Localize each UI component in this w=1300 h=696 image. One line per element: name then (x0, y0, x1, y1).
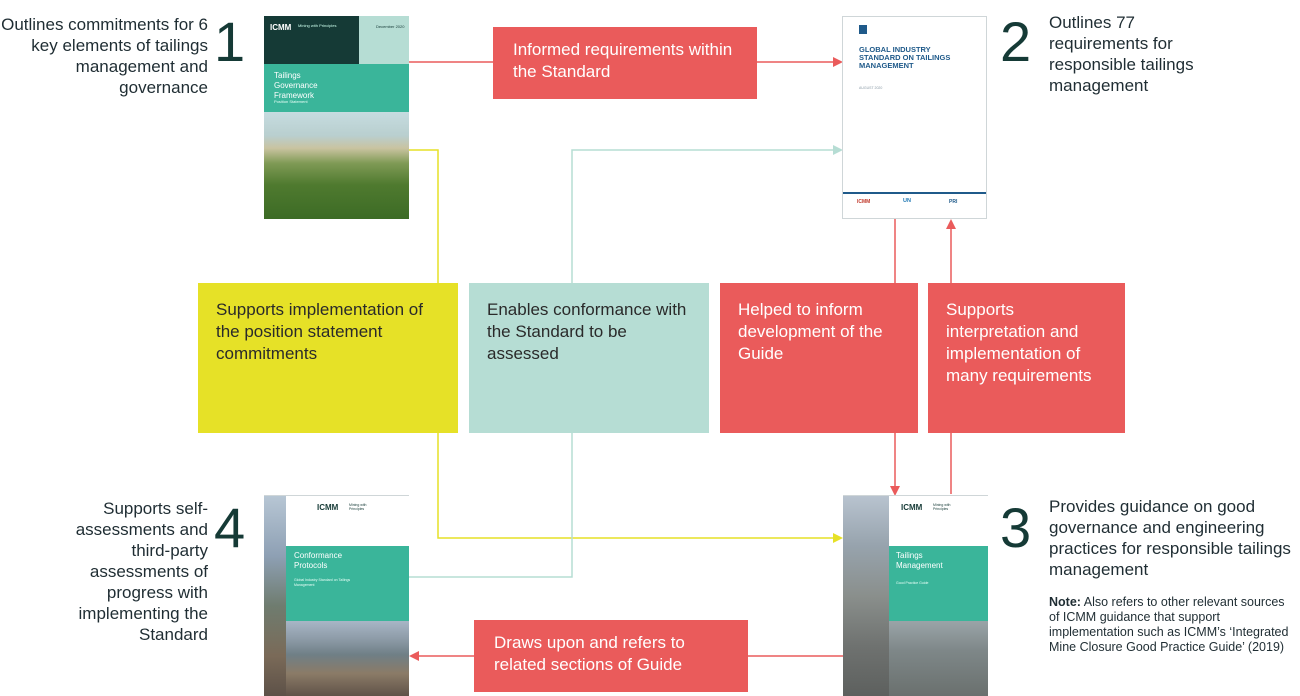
cover-logo-pri: PRI (949, 199, 958, 205)
cover-tagline: Mining with Principles (298, 23, 337, 28)
cover-emblem-icon (859, 25, 867, 34)
cover-logo: ICMM (270, 23, 292, 32)
cover-teal-panel (889, 546, 988, 621)
cover-tailings-governance-framework: ICMM Mining with Principles December 202… (264, 16, 409, 219)
box-supports-interpretation: Supports interpretation and implementati… (928, 283, 1125, 433)
item-4-number: 4 (214, 496, 246, 559)
item-2-description: Outlines 77 requirements for responsible… (1049, 13, 1194, 95)
cover-conformance-protocols: ICMM Mining with Principles Conformance … (264, 495, 409, 696)
cover-logo-icmm: ICMM (857, 199, 871, 205)
cover-logo-un: UN (903, 198, 911, 204)
cover-header-dark (264, 16, 359, 64)
cover-title: Conformance Protocols (294, 551, 343, 570)
cover-subtitle: Global Industry Standard on Tailings Man… (294, 578, 351, 587)
cover-photo-strip (843, 496, 889, 696)
box-supports-implementation: Supports implementation of the position … (198, 283, 458, 433)
cover-tagline: Mining with Principles (349, 503, 367, 511)
cover-global-industry-standard: GLOBAL INDUSTRY STANDARD ON TAILINGS MAN… (842, 16, 987, 219)
label-informed-requirements: Informed requirements within the Standar… (493, 27, 757, 99)
cover-dam-photo (286, 621, 409, 696)
item-3-description: Provides guidance on good governance and… (1049, 497, 1291, 579)
item-1-description: Outlines commitments for 6 key elements … (1, 15, 208, 97)
item-2-number: 2 (1000, 10, 1032, 73)
cover-divider (843, 192, 986, 194)
box-helped-inform-guide: Helped to inform development of the Guid… (720, 283, 918, 433)
label-draws-upon: Draws upon and refers to related section… (474, 620, 748, 692)
box-enables-conformance: Enables conformance with the Standard to… (469, 283, 709, 433)
item-4-description: Supports self-assessments and third-part… (75, 499, 208, 644)
item-3-note: Note: Also refers to other relevant sour… (1049, 595, 1297, 655)
cover-photo-strip (264, 496, 286, 696)
cover-title: GLOBAL INDUSTRY STANDARD ON TAILINGS MAN… (859, 45, 951, 70)
cover-date: AUGUST 2020 (859, 86, 883, 90)
item-3-number: 3 (1000, 496, 1032, 559)
cover-logo: ICMM (901, 503, 923, 512)
cover-landscape-photo (264, 112, 409, 219)
cover-tailings-photo (889, 621, 988, 696)
item-1-number: 1 (214, 10, 246, 73)
cover-teal-panel (286, 546, 409, 621)
note-label: Note: (1049, 595, 1081, 609)
cover-logo: ICMM (317, 503, 339, 512)
cover-tagline: Mining with Principles (933, 503, 951, 511)
cover-title: Tailings Governance Framework (274, 71, 318, 100)
cover-title: Tailings Management (896, 551, 943, 570)
cover-subtitle: Position Statement (274, 99, 308, 104)
cover-header-light (359, 16, 409, 64)
note-text: Also refers to other relevant sources of… (1049, 595, 1289, 654)
cover-subtitle: Good Practice Guide (896, 581, 929, 585)
cover-date: December 2020 (376, 24, 405, 29)
cover-tailings-management-guide: ICMM Mining with Principles Tailings Man… (843, 495, 988, 696)
